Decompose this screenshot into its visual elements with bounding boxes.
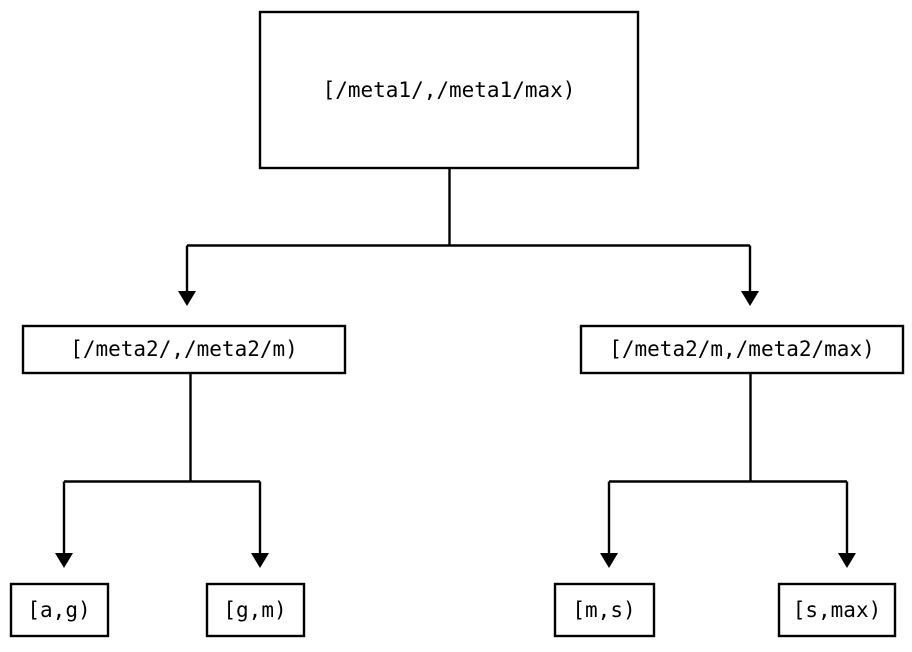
node-leaf-s-max-box: [777, 582, 897, 638]
node-leaf-g-m[interactable]: [g,m): [205, 582, 306, 638]
node-level2-left[interactable]: [/meta2/,/meta2/m): [21, 324, 347, 375]
arrow-head-icon-root-left: [178, 291, 196, 306]
arrow-head-icon-leaf3: [600, 553, 618, 568]
arrow-head-icon-leaf1: [55, 553, 73, 568]
node-leaf-s-max[interactable]: [s,max): [777, 582, 897, 638]
node-leaf-a-g[interactable]: [a,g): [9, 582, 110, 638]
node-level2-right-box: [579, 324, 905, 375]
node-leaf-a-g-box: [9, 582, 110, 638]
node-root-label: [/meta1/,/meta1/max): [323, 78, 576, 102]
node-leaf-m-s-label: [m,s): [572, 598, 635, 622]
node-root-box: [258, 10, 640, 170]
edge-level2right-to-leaves: [600, 374, 856, 568]
node-leaf-a-g-label: [a,g): [27, 598, 90, 622]
node-leaf-m-s[interactable]: [m,s): [553, 582, 656, 638]
edge-level2left-to-leaves: [55, 374, 269, 568]
node-level2-left-label: [/meta2/,/meta2/m): [70, 337, 298, 361]
node-leaf-g-m-box: [205, 582, 306, 638]
arrow-head-icon-leaf2: [251, 553, 269, 568]
node-leaf-s-max-label: [s,max): [793, 598, 882, 622]
edge-root-to-level2: [178, 169, 759, 306]
node-level2-right-label: [/meta2/m,/meta2/max): [609, 337, 875, 361]
arrow-head-icon-root-right: [741, 291, 759, 306]
node-leaf-m-s-box: [553, 582, 656, 638]
node-level2-right[interactable]: [/meta2/m,/meta2/max): [579, 324, 905, 375]
node-level2-left-box: [21, 324, 347, 375]
node-leaf-g-m-label: [g,m): [223, 598, 286, 622]
arrow-head-icon-leaf4: [838, 553, 856, 568]
node-root[interactable]: [/meta1/,/meta1/max): [258, 10, 640, 170]
